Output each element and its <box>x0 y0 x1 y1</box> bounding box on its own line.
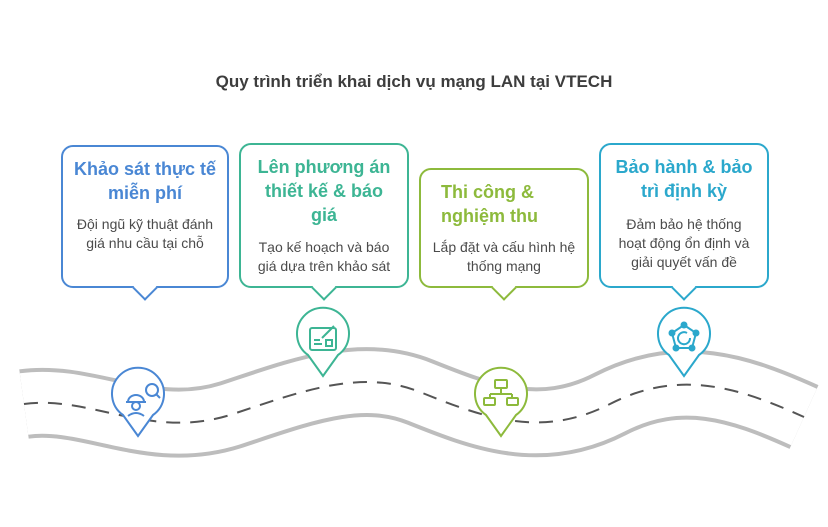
step-description: Đội ngũ kỹ thuật đánh giá nhu cầu tại ch… <box>76 216 214 251</box>
step-description: Đảm bảo hệ thống hoạt động ổn định và gi… <box>618 216 750 270</box>
step-card-survey: Khảo sát thực tế miễn phí Đội ngũ kỹ thu… <box>61 145 229 301</box>
marker-step-2 <box>296 306 350 378</box>
marker-step-1 <box>111 366 165 438</box>
maintenance-cycle-icon <box>668 321 700 352</box>
step-card-design-quote: Lên phương án thiết kế & báo giá Tạo kế … <box>239 143 409 301</box>
design-blueprint-icon <box>309 325 337 351</box>
step-description: Tạo kế hoạch và báo giá dựa trên khảo sá… <box>257 239 391 274</box>
road-center-dashes <box>23 381 805 424</box>
step-title: Lên phương án thiết kế & báo giá <box>257 157 391 225</box>
diagram-title: Quy trình triển khai dịch vụ mạng LAN tạ… <box>215 72 613 91</box>
marker-step-3 <box>474 366 528 438</box>
step-title: Thi công & nghiệm thu <box>441 182 538 226</box>
network-computers-icon <box>483 379 519 406</box>
step-title: Bảo hành & bảo trì định kỳ <box>615 157 753 201</box>
step-card-installation: Thi công & nghiệm thu Lắp đặt và cấu hìn… <box>419 168 589 301</box>
step-card-maintenance: Bảo hành & bảo trì định kỳ Đảm bảo hệ th… <box>599 143 769 301</box>
engineer-search-icon <box>126 383 161 417</box>
step-title: Khảo sát thực tế miễn phí <box>73 159 217 203</box>
marker-step-4 <box>657 306 711 378</box>
step-description: Lắp đặt và cấu hình hệ thống mạng <box>432 239 576 274</box>
